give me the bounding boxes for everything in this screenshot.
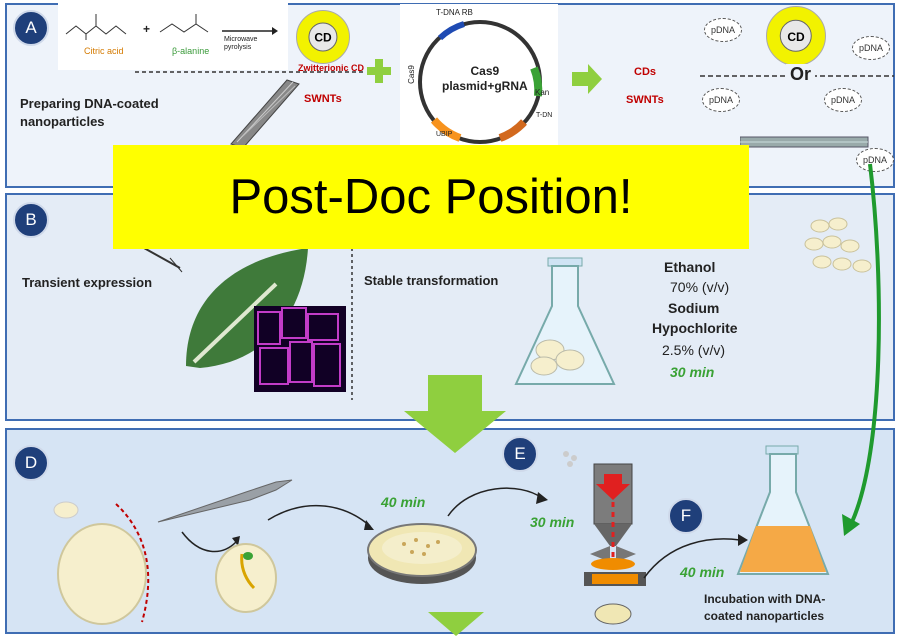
incubation-2: coated nanoparticles (704, 609, 825, 623)
sterilization-3: Sodium (668, 300, 720, 316)
plasmid-map (418, 20, 543, 144)
green-arrow-a (572, 64, 602, 94)
dna-coated-cd: CD (766, 6, 826, 66)
sterilization-4: Hypochlorite (652, 320, 738, 336)
badge-b: B (13, 202, 49, 238)
coated-nanotube (740, 136, 869, 148)
green-curve-arrow (842, 163, 881, 536)
syringe-icon (143, 247, 183, 273)
sterilization-5: 2.5% (v/v) (662, 342, 726, 358)
flask-seeds (514, 257, 616, 385)
sterilization-2: 70% (v/v) (670, 279, 730, 295)
e-time: 30 min (530, 514, 575, 530)
preparing-title-1: Preparing DNA-coated (20, 96, 159, 111)
plasmid-box (400, 4, 558, 154)
citric-acid-label: Citric acid (84, 46, 124, 56)
down-arrow-b-to-d (404, 375, 506, 453)
cd-core-2: CD (779, 19, 813, 53)
t-dna-lb-label: T-DN (536, 112, 553, 119)
or-label: Or (786, 64, 816, 85)
stable-transformation-label: Stable transformation (364, 273, 499, 288)
embryo-seed (215, 543, 277, 613)
pyrolysis-label: Microwave pyrolysis (224, 36, 258, 51)
beta-alanine-label: β-alanine (172, 46, 210, 56)
pyrolysis-arrow (222, 27, 278, 35)
process-arrows (181, 487, 548, 553)
beta-alanine-structure (159, 14, 209, 33)
scalpel (157, 479, 293, 523)
reagents-box (58, 2, 288, 70)
dashed-divider-a (135, 71, 365, 73)
microscopy-image (254, 306, 346, 392)
cd-core: CD (308, 22, 338, 52)
citric-acid-structure (65, 14, 127, 40)
plasmid-title: Cas9 plasmid+gRNA (442, 64, 528, 93)
green-plus-icon (367, 59, 391, 83)
swnts-result-label: SWNTs (626, 94, 664, 106)
seed-pile (804, 217, 872, 273)
sterilization-1: Ethanol (664, 259, 716, 275)
plus-sign: + (143, 22, 151, 36)
pdna-bubble-2: pDNA (852, 36, 890, 60)
gene-gun (563, 451, 646, 625)
dashed-divider-b (351, 248, 353, 400)
badge-f: F (668, 498, 704, 534)
pdna-bubble-5: pDNA (856, 148, 894, 172)
f-curve-arrow (643, 534, 748, 579)
cas9-label: Cas9 (406, 65, 416, 84)
flask-incubation (736, 445, 830, 575)
cds-result-label: CDs (634, 66, 657, 78)
kan-label: Kan (535, 88, 550, 97)
pdna-bubble-4: pDNA (824, 88, 862, 112)
incubation-1: Incubation with DNA- (704, 592, 826, 606)
pdna-bubble-3: pDNA (702, 88, 740, 112)
down-arrow-bottom (428, 612, 484, 636)
badge-e: E (502, 436, 538, 472)
zwitterionic-cd-label: Zwitterionic CD (298, 63, 365, 73)
transient-expression-label: Transient expression (22, 275, 153, 290)
t-dna-rb-label: T-DNA RB (436, 8, 473, 17)
f-time: 40 min (680, 564, 725, 580)
seed-cutting (53, 501, 150, 625)
pdna-bubble-1: pDNA (704, 18, 742, 42)
plate-time: 40 min (381, 494, 426, 510)
swnts-label-a: SWNTs (304, 93, 342, 105)
badge-a: A (13, 10, 49, 46)
zwitterionic-cd: CD (296, 10, 350, 64)
preparing-title-2: nanoparticles (20, 114, 105, 129)
petri-dish (367, 523, 477, 584)
badge-d: D (13, 445, 49, 481)
post-doc-banner: Post-Doc Position! (113, 145, 749, 249)
nanotube-illustration (230, 79, 300, 148)
leaf-illustration (186, 248, 308, 368)
sterilization-time: 30 min (670, 364, 715, 380)
ubip-label: UBIP (436, 131, 453, 138)
